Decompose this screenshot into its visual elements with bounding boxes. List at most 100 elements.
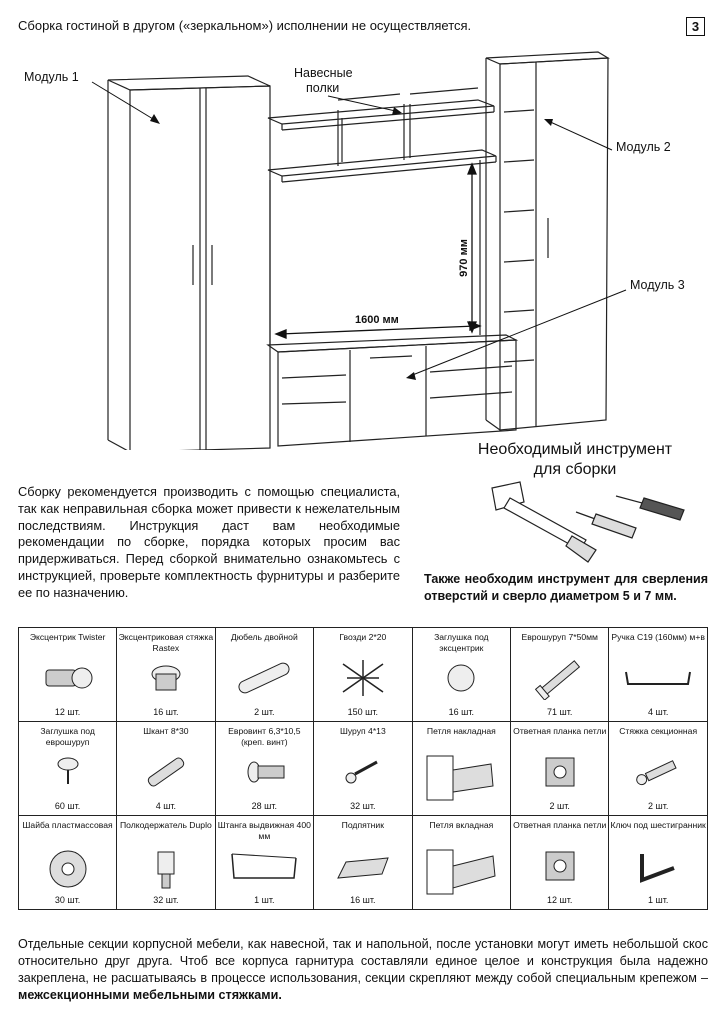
fitting-name: Заглушка под эксцентрик [434, 632, 489, 653]
width-dimension: 1600 мм [355, 314, 399, 326]
fitting-qty: 150 шт. [347, 707, 379, 717]
fitting-name: Гвозди 2*20 [339, 632, 387, 642]
hammer-icon [491, 481, 597, 563]
tools-note: Также необходим инструмент для сверления… [424, 572, 708, 603]
dowel-icon [238, 662, 290, 694]
tools-illustration [491, 481, 685, 563]
fitting-name: Подпятник [341, 820, 384, 830]
fitting-cell: Дюбель двойной 2 шт. [214, 627, 315, 722]
euroscrew-icon [534, 660, 580, 701]
washer-icon [49, 850, 87, 888]
rastex-icon [151, 665, 181, 691]
fitting-cell: Еврошуруп 7*50мм 71 шт. [510, 627, 610, 722]
fitting-name: Еврошуруп 7*50мм [521, 632, 598, 642]
fitting-cell: Ответная планка петли 2 шт. [510, 721, 610, 816]
shelf-support-icon [157, 851, 175, 889]
fitting-qty: 1 шт. [254, 895, 275, 905]
fitting-name: Евровинт 6,3*10,5 (креп. винт) [228, 726, 301, 747]
fitting-name: Петля накладная [426, 726, 496, 736]
screw-icon [345, 760, 378, 784]
furniture-drawing [91, 51, 627, 450]
fitting-name: Штанга выдвижная 400 мм [217, 820, 311, 841]
fitting-qty: 32 шт. [350, 801, 376, 811]
fitting-name: Эксцентриковая стяжка Rastex [118, 632, 214, 653]
nails-icon [342, 660, 384, 696]
fitting-cell: Полкодержатель Duplo 32 шт. [116, 815, 216, 910]
fittings-table: Эксцентрик Twister 12 шт. Эксцентриковая … [17, 627, 708, 910]
fitting-qty: 2 шт. [549, 801, 570, 811]
footer-bold: межсекционными мебельными стяжками. [18, 988, 282, 1002]
shelves-label-line2: полки [306, 81, 340, 95]
fitting-qty: 4 шт. [155, 801, 177, 811]
shelves-label-line1: Навесные [294, 66, 353, 80]
fitting-qty: 60 шт. [54, 801, 81, 811]
page-number: 3 [686, 17, 705, 36]
fitting-name: Стяжка секционная [619, 726, 698, 736]
eurobolt-icon [247, 761, 285, 783]
fitting-qty: 32 шт. [153, 895, 179, 905]
section-tie-icon [636, 760, 677, 786]
height-dimension: 970 мм [458, 239, 470, 277]
hinge-inset-icon [426, 849, 496, 895]
fitting-cell: Петля вкладная [411, 815, 512, 910]
fitting-cell: Эксцентриковая стяжка Rastex 16 шт. [116, 627, 216, 722]
fitting-name: Ответная планка петли [513, 726, 607, 736]
fitting-name: Шуруп 4*13 [339, 726, 386, 736]
fitting-cell: Шуруп 4*13 32 шт. [313, 721, 413, 816]
fitting-qty: 28 шт. [251, 801, 278, 811]
fitting-cell: Гвозди 2*20 150 шт. [313, 627, 413, 722]
fitting-name: Ответная планка петли [513, 820, 607, 830]
cap-icon [447, 664, 475, 692]
fittings-row: Эксцентрик Twister 12 шт. Эксцентриковая … [17, 627, 708, 722]
module2-label: Модуль 2 [616, 140, 671, 154]
intro-paragraph: Сборку рекомендуется производить с помощ… [18, 484, 400, 600]
fitting-qty: 16 шт. [153, 707, 179, 717]
fitting-name: Ручка С19 (160мм) м+в [611, 632, 705, 642]
module1-label: Модуль 1 [24, 70, 79, 84]
pin-icon [147, 757, 185, 787]
fitting-qty: 1 шт. [647, 895, 669, 905]
fitting-qty: 16 шт. [350, 895, 376, 905]
footer-text: Отдельные секции корпусной мебели, как н… [18, 937, 708, 985]
fitting-cell: Подпятник 16 шт. [313, 815, 413, 910]
fitting-cell: Петля накладная [411, 721, 512, 816]
plug-icon [57, 757, 79, 784]
module3-label: Модуль 3 [630, 278, 685, 292]
fitting-name: Полкодержатель Duplo [119, 820, 212, 830]
fitting-cell: Эксцентрик Twister 12 шт. [17, 627, 118, 722]
fitting-name: Шкант 8*30 [143, 726, 189, 736]
fitting-name: Шайба пластмассовая [22, 820, 113, 830]
fitting-cell: Заглушка под эксцентрик 16 шт. [411, 627, 512, 722]
screwdriver-icon [615, 495, 685, 521]
fitting-cell: Ответная планка петли 12 шт. [510, 815, 610, 910]
fitting-qty: 12 шт. [547, 895, 573, 905]
tools-title: Необходимый инструмент для сборки [440, 440, 710, 480]
fitting-qty: 12 шт. [54, 707, 81, 717]
handle-icon [625, 671, 692, 685]
fitting-qty: 71 шт. [547, 707, 573, 717]
fitting-cell: Ключ под шестигранник 1 шт. [608, 815, 708, 910]
header-notice: Сборка гостиной в другом («зеркальном») … [18, 18, 472, 33]
fitting-name: Дюбель двойной [230, 632, 298, 642]
tools-title-line1: Необходимый инструмент [477, 441, 673, 458]
hinge-plate-icon [545, 851, 575, 881]
eccentric-icon [45, 667, 93, 689]
fitting-qty: 16 шт. [448, 707, 475, 717]
fitting-name: Эксцентрик Twister [29, 632, 106, 642]
rail-icon [231, 853, 298, 879]
footer-paragraph: Отдельные секции корпусной мебели, как н… [18, 936, 708, 1004]
hex-key-icon [640, 854, 675, 883]
fitting-name: Заглушка под еврошуруп [40, 726, 95, 747]
hinge-plate-icon [545, 757, 575, 787]
fittings-row: Заглушка под еврошуруп 60 шт. Шкант 8*30 4… [17, 721, 708, 816]
tools-title-line2: для сборки [533, 461, 617, 478]
foot-icon [336, 857, 389, 879]
fitting-name: Ключ под шестигранник [610, 820, 706, 830]
fitting-name: Петля вкладная [429, 820, 494, 830]
fitting-qty: 2 шт. [254, 707, 275, 717]
fitting-cell: Заглушка под еврошуруп 60 шт. [17, 721, 118, 816]
